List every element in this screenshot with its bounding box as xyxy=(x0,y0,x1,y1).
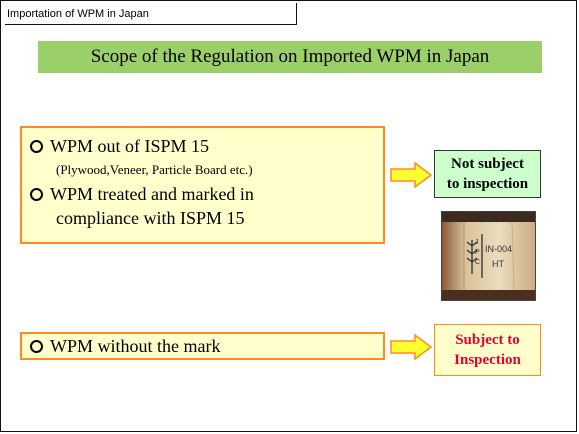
criteria-item1-text: WPM out of ISPM 15 xyxy=(50,136,210,156)
subject-result-box: Subject to Inspection xyxy=(434,324,541,376)
wood-stamp-image: J P C IN-004 HT xyxy=(442,212,535,300)
circle-bullet-icon xyxy=(30,140,43,153)
no-mark-text: WPM without the mark xyxy=(50,336,221,356)
criteria-item-treated-marked: WPM treated and marked in xyxy=(30,182,375,206)
header-label: Importation of WPM in Japan xyxy=(5,3,297,25)
no-mark-criteria-box: WPM without the mark xyxy=(20,332,385,360)
exempt-criteria-box: WPM out of ISPM 15 (Plywood,Veneer, Part… xyxy=(20,126,385,244)
svg-text:J: J xyxy=(475,239,479,246)
stamp-code-text: IN-004 xyxy=(485,244,512,254)
circle-bullet-icon xyxy=(30,340,43,353)
not-subject-line1: Not subject xyxy=(451,156,524,172)
not-subject-line2: to inspection xyxy=(446,176,529,192)
right-arrow-icon xyxy=(390,334,432,360)
criteria-item1-examples: (Plywood,Veneer, Particle Board etc.) xyxy=(56,162,253,177)
subject-line1: Subject to xyxy=(455,332,520,348)
circle-bullet-icon xyxy=(30,188,43,201)
right-arrow-icon xyxy=(390,162,432,188)
ispm15-stamp-photo: J P C IN-004 HT xyxy=(441,211,536,301)
subject-line2: Inspection xyxy=(454,352,521,368)
stamp-treatment-text: HT xyxy=(492,259,504,269)
criteria-item-out-of-ispm: WPM out of ISPM 15 xyxy=(30,134,375,158)
criteria-item2-line2: compliance with ISPM 15 xyxy=(56,208,245,228)
criteria-item2-line1: WPM treated and marked in xyxy=(50,184,254,204)
not-subject-result-box: Not subject to inspection xyxy=(434,150,541,198)
svg-text:C: C xyxy=(475,259,480,266)
svg-text:P: P xyxy=(475,249,480,256)
slide-title: Scope of the Regulation on Imported WPM … xyxy=(38,41,542,73)
